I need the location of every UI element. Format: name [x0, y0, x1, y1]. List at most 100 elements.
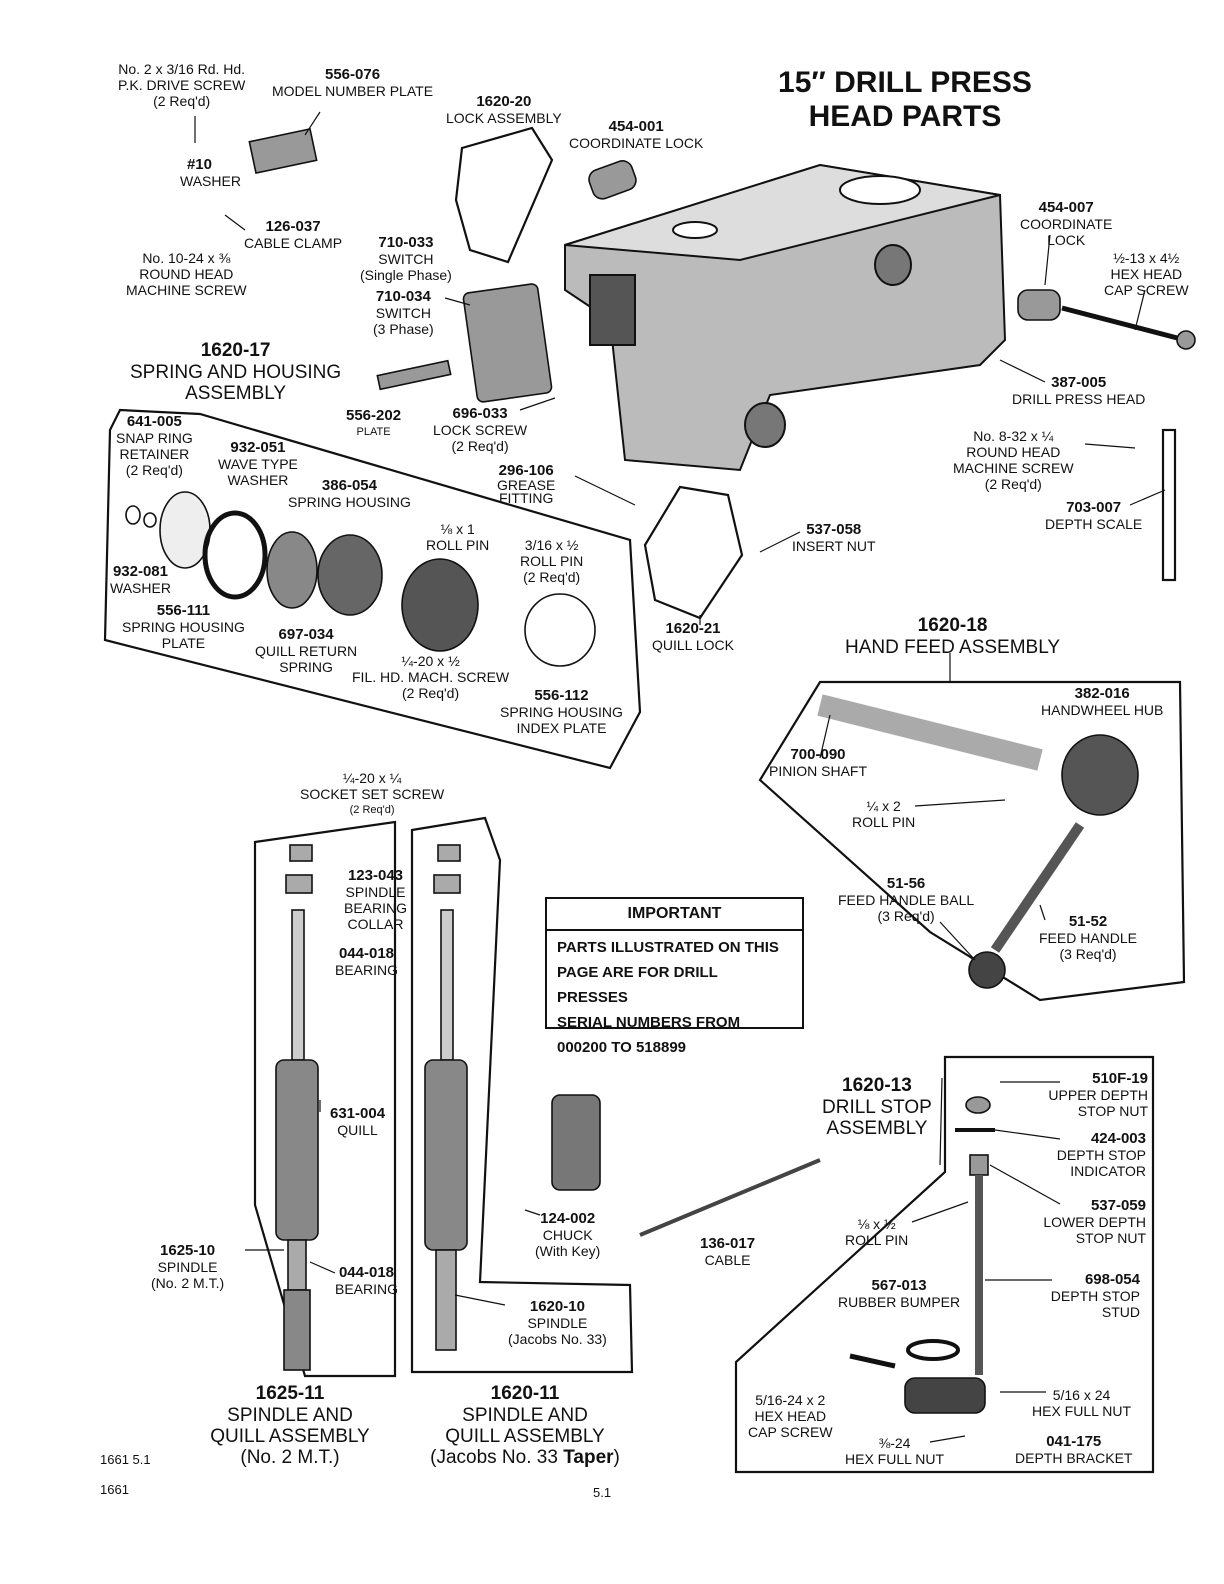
title-line-1: 15″ DRILL PRESS [778, 66, 1032, 99]
spring-return-part [266, 531, 318, 609]
label-roll-pin-316: 3/16 x ½ ROLL PIN (2 Req'd) [520, 537, 584, 585]
label-fil-screw: ¼-20 x ½ FIL. HD. MACH. SCREW (2 Req'd) [352, 653, 510, 701]
washer-081-part [143, 512, 157, 528]
plate-202-part [376, 359, 452, 391]
label-grease-fitting: 296-106 GREASE FITTING [497, 462, 556, 506]
label-insert-nut: 537-058 INSERT NUT [792, 521, 876, 555]
spindle-jacobs-outline [410, 816, 634, 1374]
feed-ball-part [968, 951, 1006, 989]
label-lower-depth-stop-nut: 537-059 LOWER DEPTH STOP NUT [1043, 1197, 1146, 1247]
important-line: PARTS ILLUSTRATED ON THIS [557, 939, 779, 956]
label-assembly-2mt: 1625-11 SPINDLE AND QUILL ASSEMBLY (No. … [210, 1383, 370, 1468]
depth-bracket-part [904, 1377, 986, 1414]
assembly-jacobs-taper-line: (Jacobs No. 33 Taper) [430, 1447, 620, 1468]
wave-washer-part [202, 510, 268, 600]
label-spring-housing-plate: 556-111 SPRING HOUSING PLATE [122, 602, 245, 652]
label-quill-lock: 1620-21 QUILL LOCK [652, 620, 734, 654]
label-bearing-top: 044-018 BEARING [335, 945, 399, 979]
label-switch-three: 710-034 SWITCH (3 Phase) [373, 288, 434, 338]
spring-housing-assembly-outline [103, 408, 642, 770]
label-coordinate-lock-2: 454-007 COORDINATE LOCK [1020, 199, 1113, 249]
quill-part [275, 1059, 319, 1241]
label-depth-bracket: 041-175 DEPTH BRACKET [1015, 1433, 1133, 1467]
label-spring-housing-assembly: 1620-17 SPRING AND HOUSING ASSEMBLY [130, 340, 342, 404]
spring-housing-part [317, 534, 383, 616]
label-drive-screw: No. 2 x 3/16 Rd. Hd. P.K. DRIVE SCREW (2… [118, 61, 246, 109]
label-quill-return-spring: 697-034 QUILL RETURN SPRING [255, 626, 358, 676]
footer-code-2: 1661 [100, 1482, 129, 1497]
index-plate-part [524, 593, 596, 667]
snap-ring-part [125, 505, 141, 525]
footer-page-number: 5.1 [593, 1485, 612, 1500]
label-machine-screw-8: No. 8-32 x ¼ ROUND HEAD MACHINE SCREW (2… [953, 428, 1074, 492]
coordinate-lock-2-part [1017, 289, 1061, 321]
depth-scale-part [1161, 428, 1177, 582]
footer-code-1: 1661 5.1 [100, 1452, 151, 1467]
label-depth-stop-indicator: 424-003 DEPTH STOP INDICATOR [1056, 1130, 1146, 1180]
title-line-2: HEAD PARTS [808, 100, 1002, 133]
label-coordinate-lock-1: 454-001 COORDINATE LOCK [569, 118, 704, 152]
label-cable-clamp: 126-037 CABLE CLAMP [244, 218, 343, 252]
label-rubber-bumper: 567-013 RUBBER BUMPER [838, 1277, 961, 1311]
label-model-plate: 556-076 MODEL NUMBER PLATE [272, 66, 434, 100]
model-plate-part [248, 127, 318, 175]
label-plate-202: 556-202 PLATE [346, 407, 402, 439]
feed-handle-part [990, 822, 1085, 953]
important-line: SERIAL NUMBERS FROM [557, 1014, 741, 1031]
lock-assembly-outline [454, 126, 554, 264]
label-bearing-bottom: 044-018 BEARING [335, 1264, 399, 1298]
label-upper-depth-stop-nut: 510F-19 UPPER DEPTH STOP NUT [1048, 1070, 1148, 1120]
hand-feed-assembly-outline [758, 680, 1186, 1002]
chuck-part [551, 1094, 601, 1191]
label-lock-assembly: 1620-20 LOCK ASSEMBLY [446, 93, 562, 127]
label-hex-nut-38: ⅜-24 HEX FULL NUT [845, 1435, 945, 1467]
important-heading: IMPORTANT [547, 899, 802, 931]
label-cable: 136-017 CABLE [700, 1235, 756, 1269]
page-title: 15″ DRILL PRESS HEAD PARTS [760, 66, 1050, 134]
switch-part [462, 283, 553, 403]
label-hex-cap-516: 5/16-24 x 2 HEX HEAD CAP SCREW [748, 1392, 833, 1440]
drill-press-head-part [564, 163, 1007, 472]
label-washer-081: 932-081 WASHER [110, 563, 171, 597]
label-hex-nut-516: 5/16 x 24 HEX FULL NUT [1032, 1387, 1132, 1419]
label-spring-housing: 386-054 SPRING HOUSING [288, 477, 411, 511]
important-notice: IMPORTANT PARTS ILLUSTRATED ON THIS PAGE… [545, 897, 804, 1056]
label-quill: 631-004 QUILL [330, 1105, 386, 1139]
cable-part [639, 1158, 821, 1237]
label-spindle-jacobs: 1620-10 SPINDLE (Jacobs No. 33) [508, 1298, 607, 1348]
drill-stop-outline [734, 1055, 1155, 1474]
label-switch-single: 710-033 SWITCH (Single Phase) [360, 234, 452, 284]
label-bearing-collar: 123-043 SPINDLE BEARING COLLAR [344, 867, 408, 933]
spring-housing-2-part [401, 558, 479, 652]
label-drill-stop-assembly: 1620-13 DRILL STOP ASSEMBLY [822, 1075, 932, 1139]
label-wave-washer: 932-051 WAVE TYPE WASHER [218, 439, 298, 489]
handwheel-hub-part [1061, 734, 1139, 816]
label-washer-10: #10 WASHER [180, 156, 241, 190]
label-index-plate: 556-112 SPRING HOUSING INDEX PLATE [500, 687, 623, 737]
label-depth-stop-stud: 698-054 DEPTH STOP STUD [1050, 1271, 1140, 1321]
important-line: 000200 TO 518899 [557, 1039, 687, 1056]
pinion-shaft-part [817, 694, 1043, 771]
label-hex-cap-screw: ½-13 x 4½ HEX HEAD CAP SCREW [1104, 250, 1189, 298]
label-spindle-2mt: 1625-10 SPINDLE (No. 2 M.T.) [151, 1242, 225, 1292]
label-machine-screw-10: No. 10-24 x ⅜ ROUND HEAD MACHINE SCREW [126, 250, 247, 298]
label-snap-ring: 641-005 SNAP RING RETAINER (2 Req'd) [116, 413, 193, 479]
important-line: PAGE ARE FOR DRILL PRESSES [557, 964, 718, 1006]
label-handwheel-hub: 382-016 HANDWHEEL HUB [1041, 685, 1164, 719]
coordinate-lock-part [588, 160, 637, 200]
spindle-2mt-outline [253, 820, 397, 1378]
label-depth-scale: 703-007 DEPTH SCALE [1045, 499, 1143, 533]
label-pinion-shaft: 700-090 PINION SHAFT [769, 746, 868, 780]
label-roll-pin-1x8: ⅛ x 1 ROLL PIN [426, 521, 490, 553]
label-drill-press-head: 387-005 DRILL PRESS HEAD [1012, 374, 1146, 408]
important-body: PARTS ILLUSTRATED ON THIS PAGE ARE FOR D… [547, 931, 802, 1064]
label-roll-pin-14x2: ¼ x 2 ROLL PIN [852, 798, 916, 830]
quill-lock-outline [643, 485, 744, 620]
label-roll-pin-18x12: ⅛ x ½ ROLL PIN [845, 1216, 909, 1248]
label-chuck: 124-002 CHUCK (With Key) [535, 1210, 601, 1260]
label-feed-handle-ball: 51-56 FEED HANDLE BALL (3 Req'd) [838, 875, 975, 925]
label-assembly-jacobs: 1620-11 SPINDLE AND QUILL ASSEMBLY (Jaco… [410, 1383, 640, 1468]
label-socket-set-screw: ¼-20 x ¼ SOCKET SET SCREW (2 Req'd) [300, 770, 445, 816]
label-hand-feed-assembly: 1620-18 HAND FEED ASSEMBLY [845, 615, 1061, 658]
